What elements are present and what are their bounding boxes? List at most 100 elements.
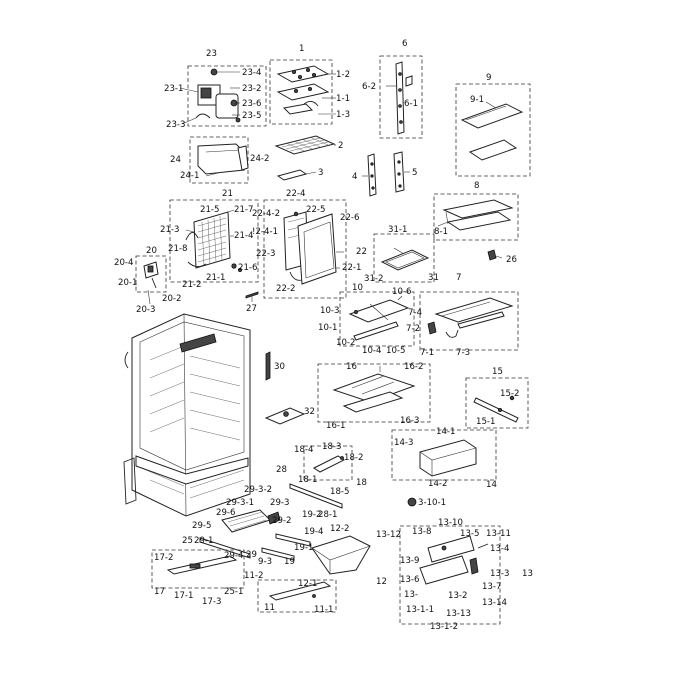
label-22-1: 22-1 <box>342 263 362 273</box>
label-31-1: 31-1 <box>388 225 408 235</box>
label-23-6: 23-6 <box>242 99 262 109</box>
label-23-1: 23-1 <box>164 84 184 94</box>
label-16: 16 <box>346 362 357 372</box>
label-18-2: 18-2 <box>344 453 364 463</box>
label-22-2: 22-2 <box>276 284 296 294</box>
part-group-10-shelf <box>339 291 415 347</box>
part-group-11 <box>257 579 337 613</box>
label-20-2: 20-2 <box>162 294 182 304</box>
label-19-2: 19-2 <box>302 510 322 520</box>
label-13-7: 13-7 <box>482 582 502 592</box>
part-27-pin <box>245 291 259 302</box>
part-group-23-ice-maker <box>179 65 267 127</box>
label-21-6: 21-6 <box>238 263 258 273</box>
label-22-4: 22-4 <box>286 189 306 199</box>
label-7-2: 7-2 <box>406 324 420 334</box>
label-13-8: 13-8 <box>412 527 432 537</box>
label-7-1: 7-1 <box>420 348 434 358</box>
part-group-17 <box>151 549 245 589</box>
label-20-4: 20-4 <box>114 258 134 268</box>
part-group-22-evap-cover <box>263 199 347 299</box>
label-11-1: 11-1 <box>314 605 334 615</box>
label-9-1: 9-1 <box>470 95 484 105</box>
label-12-1: 12-1 <box>298 579 318 589</box>
part-group-16-drawer-cover <box>317 363 431 423</box>
part-19-guide <box>261 533 311 561</box>
part-labels: 23 23-4 23-1 23-2 23-6 23-5 23-3 24 24-2… <box>114 39 533 632</box>
label-21-4: 21-4 <box>234 231 254 241</box>
label-10-5: 10-5 <box>386 346 406 356</box>
label-13-12: 13-12 <box>376 530 401 540</box>
label-28: 28 <box>276 465 287 475</box>
label-1: 1 <box>299 44 304 54</box>
label-22-6: 22-6 <box>340 213 360 223</box>
label-17: 17 <box>154 587 165 597</box>
part-group-15-rail <box>465 377 529 429</box>
label-22-4-1: !2-4-1 <box>252 227 278 237</box>
label-16-1: 16-1 <box>326 421 346 431</box>
label-9: 9 <box>486 73 491 83</box>
label-6: 6 <box>402 39 407 49</box>
label-18-5: 18-5 <box>330 487 350 497</box>
label-13-6: 13-6 <box>400 575 420 585</box>
label-25-1: 25-1 <box>224 587 244 597</box>
label-29-1: 29-1 <box>194 536 214 546</box>
label-2: 2 <box>338 141 343 151</box>
part-group-14-crisper-drawer <box>391 429 497 481</box>
part-group-20 <box>135 255 167 305</box>
label-19-1: 19-1 <box>294 543 314 553</box>
label-30: 30 <box>274 362 285 372</box>
label-29-5: 29-5 <box>192 521 212 531</box>
label-6-1: 6-1 <box>404 99 418 109</box>
label-18-4: 18-4 <box>294 445 314 455</box>
label-26: 26 <box>506 255 517 265</box>
label-13: 13 <box>522 569 533 579</box>
label-18: 18 <box>356 478 367 488</box>
label-29: 29 <box>246 550 257 560</box>
part-group-13-dispenser <box>399 525 501 625</box>
part-2-grille <box>274 135 336 155</box>
label-18-1: 18-1 <box>298 475 318 485</box>
label-21-7: 21-7 <box>234 205 254 215</box>
label-21-3: 21-3 <box>160 225 180 235</box>
part-group-29-drawer-rail <box>199 509 281 559</box>
label-8-1: 8-1 <box>434 227 448 237</box>
label-13-5: 13-5 <box>460 529 480 539</box>
label-20-3: 20-3 <box>136 305 156 315</box>
label-13-9: 13-9 <box>400 556 420 566</box>
part-32-control <box>264 407 306 425</box>
label-15-1: 15-1 <box>476 417 496 427</box>
label-10-6: 10-6 <box>392 287 412 297</box>
label-27: 27 <box>246 304 257 314</box>
label-23-4: 23-4 <box>242 68 262 78</box>
label-6-2: 6-2 <box>362 82 376 92</box>
label-32: 32 <box>304 407 315 417</box>
label-15-2: 15-2 <box>500 389 520 399</box>
label-7: 7 <box>456 273 461 283</box>
part-group-1-shelf-assembly <box>269 59 336 125</box>
part-group-21-evaporator <box>169 199 259 283</box>
label-22: 22 <box>356 247 367 257</box>
label-10-4: 10-4 <box>362 346 382 356</box>
label-23-5: 23-5 <box>242 111 262 121</box>
label-20-1: 20-1 <box>118 278 138 288</box>
label-23: 23 <box>206 49 217 59</box>
label-13-4: 13-4 <box>490 544 510 554</box>
label-21-8: 21-8 <box>168 244 188 254</box>
label-21-5: 21-5 <box>200 205 220 215</box>
label-13-13: 13-13 <box>446 609 471 619</box>
refrigerator-cabinet <box>123 313 251 517</box>
label-29-3-1: 29-3-1 <box>226 498 254 508</box>
label-1-3: 1-3 <box>336 110 350 120</box>
part-3-bracket <box>276 169 317 181</box>
label-19-3: 9-3 <box>258 557 272 567</box>
label-13-11: 13-11 <box>486 529 511 539</box>
label-13-1-2: 13-1-2 <box>430 622 458 632</box>
label-22-4-2: 22-4-2 <box>252 209 280 219</box>
part-group-31-crisper-cover <box>373 233 435 283</box>
part-group-6-side-rail <box>379 55 423 139</box>
label-24-2: 24-2 <box>250 154 270 164</box>
label-31: 31 <box>428 273 439 283</box>
label-16-2: 16-2 <box>404 362 424 372</box>
label-31-2: 31-2 <box>364 274 384 284</box>
